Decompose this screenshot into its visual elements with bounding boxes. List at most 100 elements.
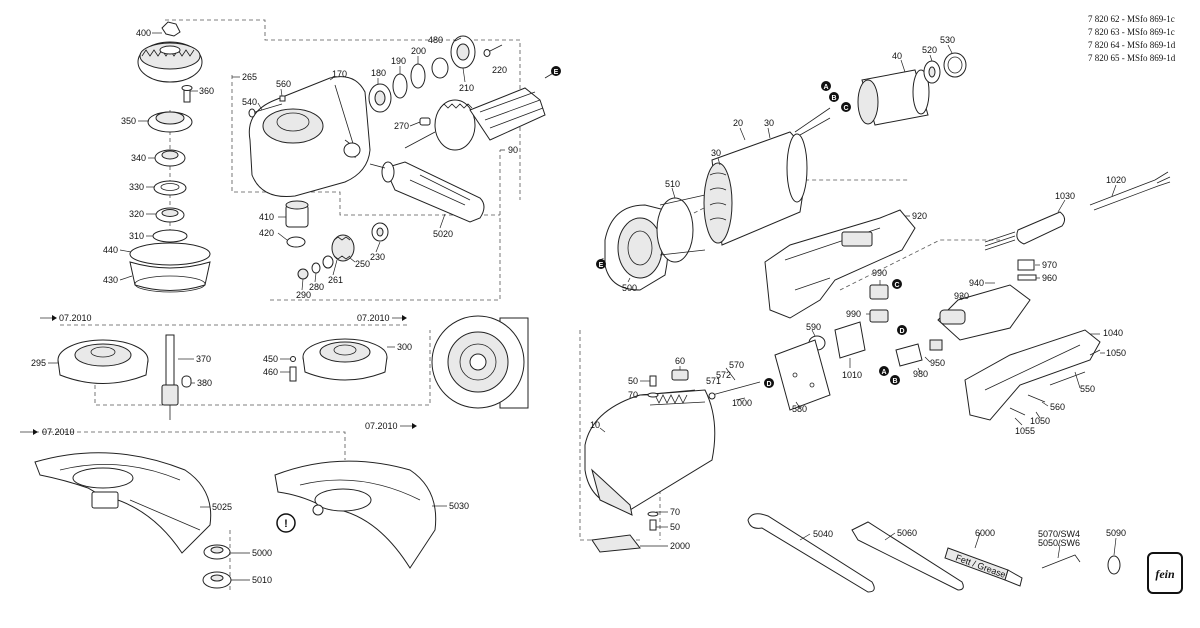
assembly-boundary (35, 431, 346, 460)
nut-5010 (202, 571, 232, 589)
part-labels-right: 40 520 530 20 30 30 510 500 920 1030 102… (590, 35, 1126, 551)
bearing-520 (923, 60, 941, 84)
ring-480 (431, 57, 449, 79)
label-10: 10 (590, 420, 600, 430)
label-510: 510 (665, 179, 680, 189)
label-380: 380 (197, 378, 212, 388)
label-220: 220 (492, 65, 507, 75)
label-990a: 990 (872, 268, 887, 278)
parts-450-460 (289, 356, 297, 382)
label-70a: 70 (628, 390, 638, 400)
header-line-2: 7 820 63 - MSfo 869-1c (1088, 27, 1175, 37)
bracket-60 (671, 369, 689, 381)
label-970: 970 (1042, 260, 1057, 270)
pinion-261 (331, 234, 355, 262)
wheel-guard-5025 (34, 452, 212, 554)
assembly-boundary (94, 330, 431, 406)
label-560: 560 (276, 79, 291, 89)
ring-5090 (1107, 555, 1121, 575)
flange-300 (302, 338, 388, 381)
label-400: 400 (136, 28, 151, 38)
bearing-230 (371, 222, 389, 242)
badge-c-mid: C (892, 279, 902, 289)
wheel-guard-5030 (274, 460, 437, 569)
badge-d-mid: D (897, 325, 907, 335)
label-60: 60 (675, 356, 685, 366)
label-180: 180 (371, 68, 386, 78)
side-handle-5020 (369, 161, 485, 223)
model-header: 7 820 62 - MSfo 869-1c 7 820 63 - MSfo 8… (1088, 14, 1176, 63)
label-540: 540 (242, 97, 257, 107)
cable-wires (984, 231, 1016, 251)
armature-90 (404, 71, 556, 151)
warning-icon: ! (276, 513, 296, 533)
plate-580 (774, 339, 831, 411)
brand-logo-text: fein (1155, 567, 1175, 581)
badge-b-top: B (829, 92, 839, 102)
label-450: 450 (263, 354, 278, 364)
bearing-180 (368, 83, 392, 113)
screw-540 (248, 103, 283, 118)
switch-930 (937, 284, 1031, 341)
pin-560 (279, 95, 286, 102)
label-70b: 70 (670, 507, 680, 517)
washer-310 (152, 229, 188, 243)
label-300: 300 (397, 342, 412, 352)
label-190: 190 (391, 56, 406, 66)
assembly-boundary (579, 330, 640, 541)
label-340: 340 (131, 153, 146, 163)
clip-ring-400 (161, 21, 181, 37)
assembly-boundary (839, 239, 1000, 291)
label-410: 410 (259, 212, 274, 222)
label-5090: 5090 (1106, 528, 1126, 538)
label-5050: 5050/SW6 (1038, 538, 1080, 548)
label-1000: 1000 (732, 398, 752, 408)
handle-half-920 (764, 209, 916, 319)
fan-510 (656, 194, 706, 263)
label-520: 520 (922, 45, 937, 55)
housing-ring-40 (857, 69, 930, 126)
label-560: 560 (1050, 402, 1065, 412)
svg-text:E: E (554, 69, 559, 76)
clamp-970-960 (1017, 259, 1037, 281)
badge-e-left: E (596, 259, 606, 269)
label-270: 270 (394, 121, 409, 131)
nut-5000 (203, 544, 231, 560)
svg-text:A: A (823, 84, 828, 91)
label-990b: 990 (846, 309, 861, 319)
flange-front-view (431, 315, 529, 409)
label-1010: 1010 (842, 370, 862, 380)
cable-1020 (1089, 171, 1171, 211)
fan-baffle-500 (604, 204, 669, 291)
gear-housing-170 (248, 76, 371, 198)
brush-990b (869, 309, 889, 323)
badge-a-top: A (821, 81, 831, 91)
label-265: 265 (242, 72, 257, 82)
label-430: 430 (103, 275, 118, 285)
svg-text:C: C (843, 105, 848, 112)
label-350: 350 (121, 116, 136, 126)
label-310: 310 (129, 231, 144, 241)
label-980: 980 (913, 369, 928, 379)
label-40: 40 (892, 51, 902, 61)
version-ref-right-flange: 07.2010 (357, 313, 407, 323)
svg-text:D: D (899, 328, 904, 335)
screws-550-560-1050 (1009, 349, 1101, 416)
svg-text:C: C (894, 282, 899, 289)
bearing-plate-210 (450, 35, 476, 69)
label-200: 200 (411, 46, 426, 56)
label-330: 330 (129, 182, 144, 192)
ring-440 (129, 242, 211, 266)
badge-e-top: E (551, 66, 561, 76)
assembly-boundary (270, 150, 501, 301)
handle-half-1040 (964, 329, 1101, 421)
label-170: 170 (332, 69, 347, 79)
leader-lines-right (599, 44, 1117, 559)
badge-d-low: D (764, 378, 774, 388)
pin-wrench-5060 (851, 521, 964, 591)
label-530: 530 (940, 35, 955, 45)
warning-mark: ! (284, 518, 288, 530)
part-950-980 (895, 339, 943, 367)
